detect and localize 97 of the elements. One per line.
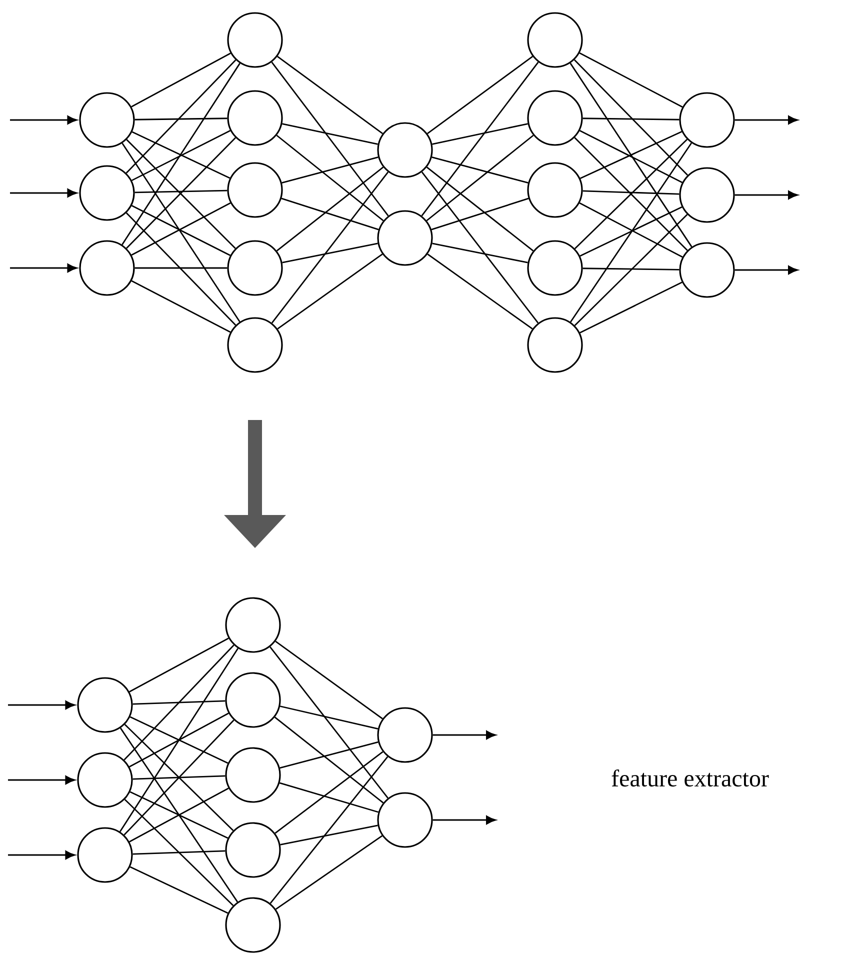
neuron-circle — [377, 210, 433, 266]
neuron-circle — [227, 162, 283, 218]
arrow — [8, 776, 76, 784]
neuron-circle — [679, 242, 735, 298]
connection-line — [122, 62, 240, 246]
connection-line — [277, 254, 383, 330]
connection-line — [421, 172, 539, 324]
connection-line — [274, 751, 384, 834]
connection-line — [280, 706, 378, 730]
neuron-circle — [377, 792, 433, 848]
connection-line — [130, 866, 228, 914]
connection-line — [582, 268, 680, 270]
arrow — [10, 188, 78, 198]
connection-line — [275, 835, 383, 910]
connection-line — [279, 782, 379, 813]
connection-line — [426, 166, 534, 252]
connection-line — [574, 214, 688, 326]
connection-line — [134, 267, 228, 269]
connection-line — [282, 156, 378, 184]
arrow — [10, 264, 78, 272]
connection-line — [431, 198, 529, 230]
neuron-circle — [79, 240, 135, 296]
connection-line — [270, 756, 388, 904]
arrow — [10, 116, 78, 124]
neuron-circle — [79, 165, 135, 221]
neuron-circle — [679, 167, 735, 223]
arrow — [8, 850, 76, 860]
connection-line — [126, 60, 236, 174]
connection-line — [427, 254, 533, 330]
connection-line — [271, 172, 389, 324]
neuron-circle — [227, 240, 283, 296]
connection-line — [282, 123, 378, 145]
neuron-circle — [225, 822, 281, 878]
connection-line — [119, 648, 239, 832]
connection-line — [277, 56, 383, 134]
connection-line — [280, 741, 378, 769]
connection-line — [427, 56, 533, 134]
connection-line — [282, 242, 378, 264]
connection-line — [432, 123, 528, 145]
neuron-circle — [77, 752, 133, 808]
arrow — [432, 730, 496, 740]
connection-line — [276, 166, 384, 252]
neuron-circle — [225, 897, 281, 953]
neuron-circle — [77, 827, 133, 883]
neuron-circle — [227, 90, 283, 146]
connection-line — [274, 716, 384, 804]
connection-line — [131, 52, 231, 108]
neuron-circle — [527, 317, 583, 373]
arrow — [8, 700, 76, 710]
connection-line — [580, 282, 682, 334]
connection-line — [124, 644, 234, 760]
arrow — [734, 190, 798, 200]
neuron-circle — [527, 240, 583, 296]
neuron-circle — [227, 317, 283, 373]
neuron-circle — [77, 677, 133, 733]
neuron-circle — [527, 12, 583, 68]
neuron-circle — [225, 747, 281, 803]
connection-line — [426, 134, 534, 222]
neuron-circle — [527, 162, 583, 218]
connection-line — [271, 62, 389, 216]
connection-line — [432, 242, 528, 264]
arrow — [734, 116, 798, 124]
connection-line — [132, 700, 226, 705]
connection-line — [132, 775, 226, 780]
neuron-circle — [79, 92, 135, 148]
neuron-circle — [227, 12, 283, 68]
connection-line — [126, 212, 236, 326]
connection-line — [275, 640, 383, 720]
connection-line — [276, 134, 384, 222]
connection-line — [579, 52, 683, 108]
connection-line — [582, 118, 680, 120]
connection-line — [280, 824, 378, 846]
neuron-circle — [225, 597, 281, 653]
neuron-circle — [679, 92, 735, 148]
neuron-circle — [377, 707, 433, 763]
connection-line — [570, 142, 692, 322]
connection-line — [132, 850, 226, 855]
connection-line — [134, 190, 228, 194]
connection-line — [281, 198, 379, 230]
connection-line — [120, 728, 238, 902]
connection-line — [574, 59, 688, 176]
connection-line — [122, 142, 240, 322]
neuron-circle — [527, 90, 583, 146]
connection-line — [570, 62, 692, 248]
connection-line — [432, 156, 528, 184]
connection-line — [270, 646, 388, 799]
neuron-circle — [225, 672, 281, 728]
connection-line — [134, 118, 228, 120]
connection-line — [421, 62, 539, 216]
connection-line — [124, 798, 234, 906]
connection-line — [131, 280, 231, 333]
neuron-circle — [377, 122, 433, 178]
caption-text: feature extractor — [612, 769, 769, 787]
arrow — [734, 266, 798, 274]
arrow — [432, 816, 496, 824]
connection-line — [582, 190, 680, 195]
connection-line — [129, 638, 229, 692]
